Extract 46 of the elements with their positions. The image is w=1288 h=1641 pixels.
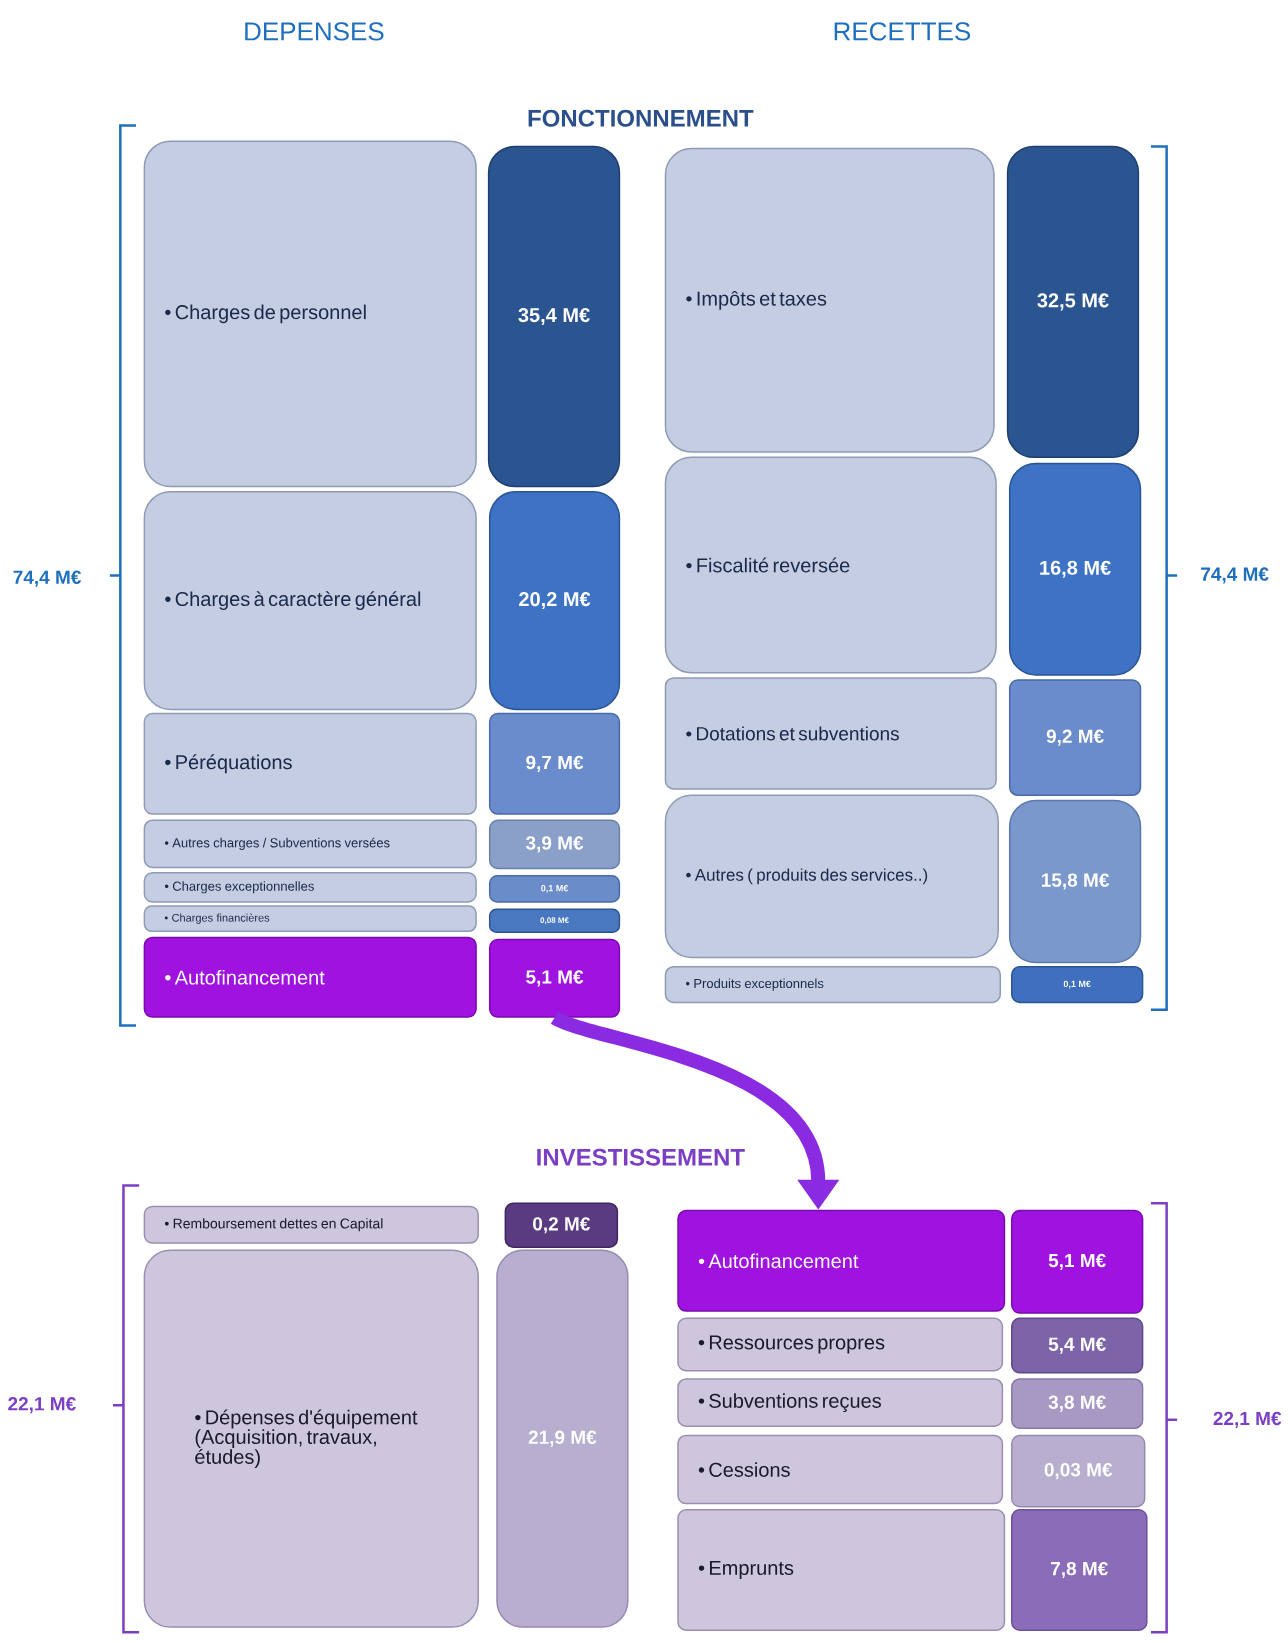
value-box: 21,9 M€ [496,1249,629,1628]
value-box: 7,8 M€ [1011,1509,1148,1631]
category-box: • Péréquations [143,712,477,815]
category-box: • Remboursement dettes en Capital [143,1205,479,1244]
category-box: • Charges financières [143,905,477,932]
category-box: • Impôts et taxes [664,147,995,453]
total-label: 22,1 M€ [1213,1411,1282,1428]
value-box: 16,8 M€ [1008,462,1142,676]
category-box: • Autres ( produits des services..) [664,794,999,959]
section-heading: FONCTIONNEMENT [528,109,754,127]
value-box: 0,08 M€ [488,908,621,933]
category-box: • Dotations et subventions [664,677,997,790]
value-box: 32,5 M€ [1006,145,1140,458]
category-box: • Charges de personnel [143,140,477,488]
value-box: 35,4 M€ [487,145,621,488]
value-box: 0,03 M€ [1011,1434,1146,1508]
section-heading: RECETTES [834,22,971,41]
category-box: • Emprunts [677,1509,1006,1631]
value-box: 0,2 M€ [504,1202,619,1248]
category-box: • Subventions reçues [677,1378,1004,1427]
value-box: 20,2 M€ [488,491,621,711]
section-heading: DEPENSES [245,22,384,41]
value-box: 0,1 M€ [1011,966,1144,1004]
value-box: 0,1 M€ [488,875,621,903]
category-box: • Charges à caractère général [143,491,477,711]
value-box: 5,4 M€ [1011,1317,1144,1374]
category-box: • Ressources propres [677,1317,1004,1372]
value-box: 3,8 M€ [1011,1378,1144,1429]
category-box: • Cessions [677,1434,1004,1505]
category-box: • Fiscalité reversée [664,456,997,674]
category-box: • Charges exceptionnelles [143,871,477,903]
value-box: 3,9 M€ [488,819,621,870]
section-heading: INVESTISSEMENT [537,1148,745,1166]
category-box: • Dépenses d'équipement (Acquisition, travaux, études) [143,1249,479,1628]
value-box: 15,8 M€ [1008,799,1142,964]
category-box: • Autres charges / Subventions versées [143,819,477,869]
value-box: 9,7 M€ [488,712,621,815]
total-label: 22,1 M€ [8,1397,76,1414]
category-box: • Autofinancement [143,936,477,1018]
total-label: 74,4 M€ [1201,567,1269,584]
total-label: 74,4 M€ [13,570,82,587]
value-box: 5,1 M€ [1011,1209,1144,1314]
category-box: • Produits exceptionnels [664,966,1001,1004]
category-box: • Autofinancement [677,1209,1006,1312]
value-box: 5,1 M€ [488,938,621,1018]
value-box: 9,2 M€ [1008,679,1142,796]
